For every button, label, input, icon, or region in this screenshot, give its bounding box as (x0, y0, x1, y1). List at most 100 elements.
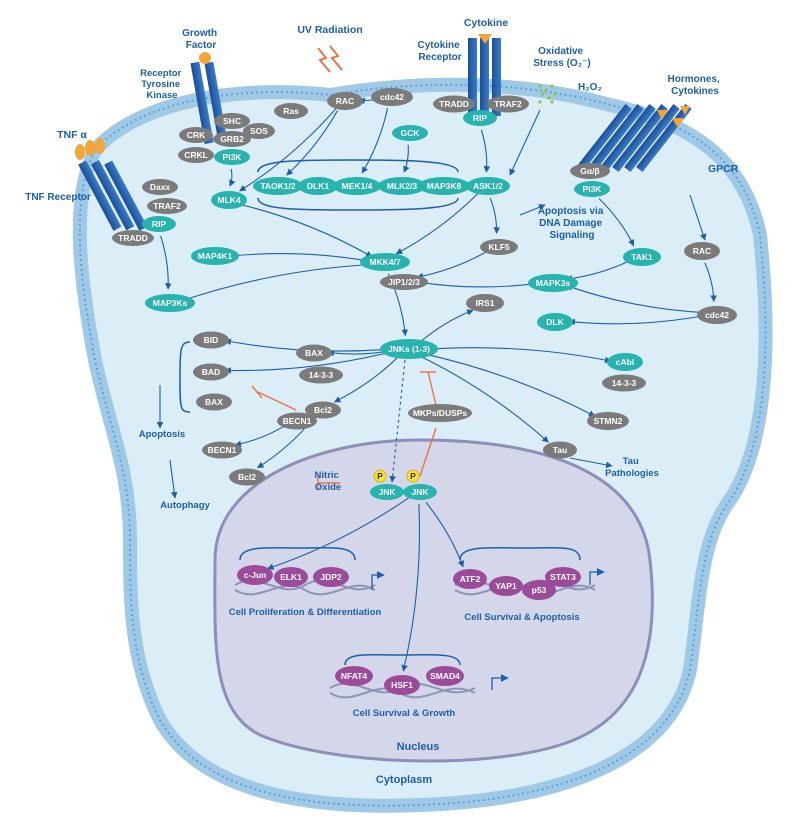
node-shape (202, 441, 242, 459)
node-label: Bcl2 (238, 472, 256, 482)
edge-becn1_mid-becn1_low (234, 424, 287, 448)
node-shape (237, 565, 273, 585)
node-label: Bcl2 (314, 405, 332, 415)
edge-rip_cyto-ask12 (480, 129, 491, 173)
edge-pi3k_rtk-mlk4 (229, 168, 236, 187)
node-crk: CRK (179, 127, 213, 143)
node-elk1: ELK1 (274, 567, 308, 587)
node-shape (145, 294, 195, 312)
edge-translocation (389, 359, 406, 483)
node-shape (299, 366, 343, 384)
node-taok: TAOK1/2 (253, 177, 303, 195)
node-label: c-Jun (244, 570, 267, 580)
node-shape (384, 675, 420, 695)
phospho-label: P (410, 471, 416, 481)
node-jnk-a: JNK (370, 484, 404, 500)
node-label: KLF5 (488, 242, 510, 252)
node-bid: BID (193, 331, 229, 349)
cytokine-label: Cytokine (464, 17, 509, 29)
edge-ask-apoptosis (519, 204, 546, 216)
phospho-badge (406, 469, 420, 483)
node-shape (607, 353, 643, 371)
node-shape (178, 147, 214, 163)
node-shape (193, 363, 229, 381)
node-shape (684, 242, 720, 260)
node-shape (489, 576, 523, 596)
node-label: Ras (283, 106, 299, 116)
gpcr-label: GPCR (708, 163, 739, 175)
node-dlk: DLK (537, 313, 573, 331)
kinase-bracket (257, 159, 459, 211)
node-label: MLK2/3 (387, 181, 418, 191)
node-map4k1: MAP4K1 (191, 247, 239, 265)
node-shape (211, 191, 247, 209)
node-label: MEK1/4 (342, 181, 373, 191)
node-label: MAPK3s (536, 278, 571, 288)
node-label: CRK (187, 130, 206, 140)
node-label: p53 (532, 585, 547, 595)
tnf-alpha-label: TNF α (57, 129, 87, 141)
node-mlk4: MLK4 (211, 191, 247, 209)
node-jdp2: JDP2 (313, 567, 349, 587)
node-label: JNK (378, 487, 396, 497)
node-shape (193, 331, 229, 349)
node-shape (466, 294, 504, 312)
node-shape (433, 95, 475, 113)
node-label: ELK1 (280, 572, 302, 582)
node-yap1: YAP1 (489, 576, 523, 596)
node-label: Daxx (150, 182, 171, 192)
node-label: Tau (553, 445, 567, 455)
node-shape (296, 344, 332, 362)
node-shape (380, 339, 438, 359)
node-shape (147, 198, 187, 214)
node-mkk47: MKK4/7 (360, 253, 410, 271)
node-shape (545, 567, 581, 587)
node-label: ASK1/2 (473, 181, 503, 191)
node-label: MAP4K1 (198, 251, 233, 261)
node-label: cdc42 (380, 92, 404, 102)
cytokine-icon (478, 34, 492, 44)
node-label: RIP (152, 219, 167, 229)
node-label: MKK4/7 (369, 257, 400, 267)
edge-jnk_b-hsf1 (401, 503, 421, 672)
node-label: DLK (546, 317, 564, 327)
node-bax-left: BAX (196, 393, 232, 411)
edge-gpcr-rac (689, 194, 707, 241)
node-shape (392, 125, 428, 141)
edge-klf5-jip (416, 250, 489, 280)
node-label: SOS (250, 126, 268, 136)
node-label: BECN1 (283, 416, 312, 426)
node-shape (112, 230, 154, 246)
node-label: PI3K (583, 184, 603, 194)
hormone-icon (657, 110, 668, 120)
node-shape (487, 95, 529, 113)
node-label: DLK1 (307, 181, 329, 191)
apoptosis-label: Apoptosis (139, 429, 185, 440)
uv-radiation-icon (317, 45, 343, 73)
node-label: TRAF2 (153, 201, 181, 211)
edge-jnks-bad (224, 349, 398, 374)
node-label: TRADD (118, 233, 148, 243)
edge-map4k1-mkk47 (226, 253, 372, 264)
node-becn1-mid: BECN1 (277, 412, 317, 430)
node-ask12: ASK1/2 (466, 177, 510, 195)
node-shape (370, 484, 404, 500)
node-daxx: Daxx (142, 179, 178, 195)
edge-jnk_b-atf2 (425, 502, 465, 568)
node-shape (528, 274, 578, 292)
nucleus (213, 438, 654, 763)
node-becn1-low: BECN1 (202, 441, 242, 459)
node-label: YAP1 (495, 581, 517, 591)
node-label: STAT3 (550, 572, 576, 582)
h2o2-label: H₂O₂ (578, 82, 602, 93)
node-shape (253, 177, 303, 195)
node-shape (277, 412, 317, 430)
node-tradd-tnf: TRADD (112, 230, 154, 246)
edge-jnks-irs1 (418, 309, 474, 344)
node-pi3k-gpcr: PI3K (574, 181, 610, 197)
edge-map3ks-mkk47 (181, 261, 372, 302)
node-label: GRB2 (220, 134, 244, 144)
edge-rip_tnf-map3ks (160, 235, 172, 290)
node-label: BID (204, 335, 219, 345)
